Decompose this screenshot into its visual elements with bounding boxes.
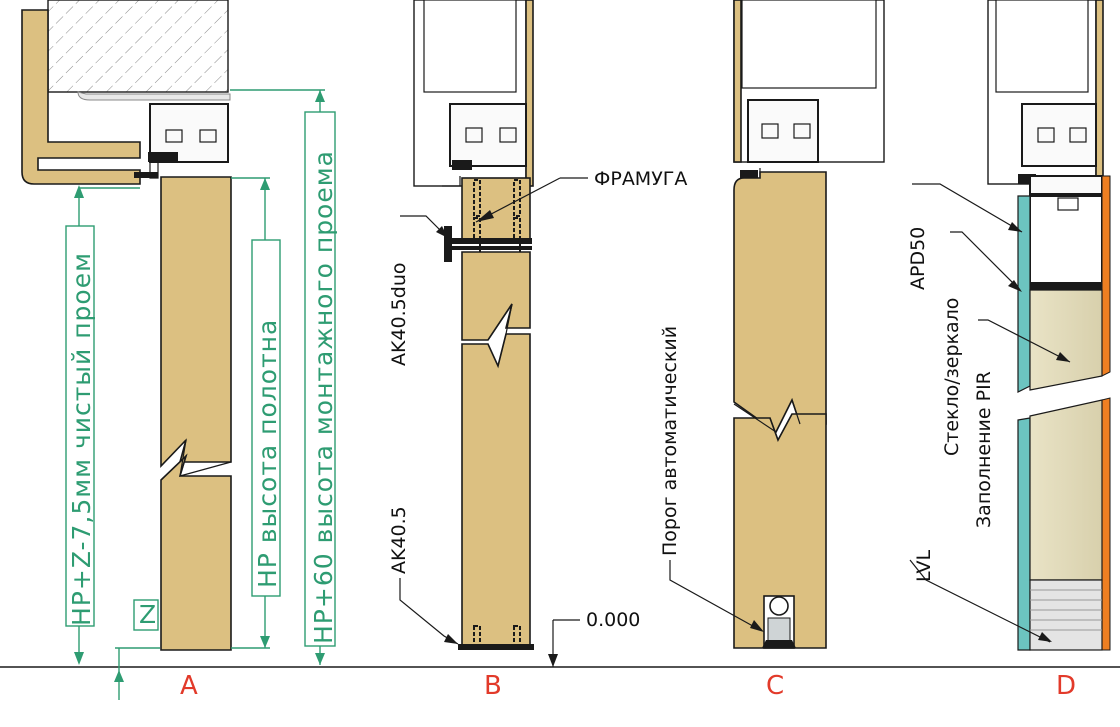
section-label-a: A <box>180 671 198 701</box>
transom-label: ФРАМУГА <box>594 168 687 190</box>
pir-fill-upper <box>1029 289 1103 391</box>
apd50-profile <box>1029 175 1103 290</box>
leaf-a-upper <box>160 176 232 468</box>
section-label-d: D <box>1056 671 1076 701</box>
top-frame-profile-d <box>1018 103 1097 184</box>
top-frame-profile <box>134 103 229 179</box>
leaf-a-lower <box>160 453 232 651</box>
orange-skin-upper <box>1101 175 1111 377</box>
leaf-height-dim-box <box>251 239 281 597</box>
leaf-height-dim-label: HP высота полотна <box>253 319 282 588</box>
ak40-label: AK40.5 <box>388 506 410 574</box>
auto-threshold <box>762 595 796 649</box>
threshold-label: Порог автоматический <box>659 326 681 556</box>
pir-fill-label: Заполнение PIR <box>973 371 995 528</box>
leaf-b <box>461 333 531 647</box>
orange-skin-lower <box>1101 397 1111 651</box>
ak40-duo-label: AK40.5duo <box>388 263 410 367</box>
casing-trim <box>21 9 141 185</box>
pir-fill-lower <box>1029 399 1103 581</box>
ak40-bottom-profile <box>458 644 534 650</box>
section-b: ФРАМУГА AK40.5duo AK40.5 0.000 <box>388 0 687 667</box>
section-label-c: C <box>766 671 784 701</box>
section-d: APD50 Стекло/зеркало Заполнение PIR LVL <box>907 0 1111 651</box>
transom-profile <box>442 103 527 187</box>
lvl-label: LVL <box>913 550 935 582</box>
wall-concrete <box>47 0 229 93</box>
glass-strip-lower <box>1017 417 1031 651</box>
level-label: 0.000 <box>586 609 640 631</box>
mounting-dim-label: HP+60 высота монтажного проема <box>309 150 338 644</box>
clear-opening-dim-label: HP+Z-7,5мм чистый проем <box>67 252 96 626</box>
glass-mirror-label: Стекло/зеркало <box>941 298 963 456</box>
mounting-dim-box <box>304 111 336 647</box>
dimensions-a: HP+Z-7,5мм чистый проем Z HP высота поло… <box>65 89 338 700</box>
leaf-c-upper <box>733 171 827 434</box>
apd50-label: APD50 <box>907 227 929 290</box>
section-a <box>21 0 232 651</box>
z-mark-box <box>133 599 159 631</box>
clear-opening-dim-box <box>65 225 95 627</box>
glass-strip-upper <box>1017 195 1031 393</box>
section-c: Порог автоматический <box>659 0 885 649</box>
section-label-b: B <box>484 671 502 701</box>
z-mark: Z <box>139 600 157 629</box>
sealant-bead <box>77 91 231 101</box>
